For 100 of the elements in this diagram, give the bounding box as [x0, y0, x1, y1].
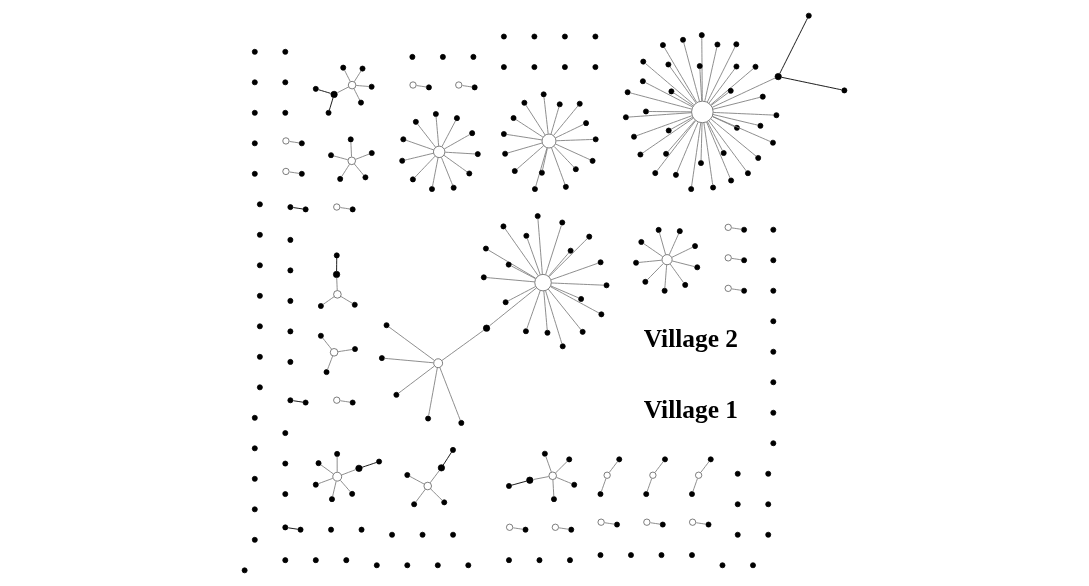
connector [355, 85, 370, 87]
node-dot [733, 41, 740, 48]
connector [645, 82, 693, 108]
node-circle [433, 358, 443, 369]
connector [289, 171, 300, 174]
connector [712, 114, 759, 126]
node-dot [658, 552, 665, 558]
connector [676, 121, 699, 173]
node-dot [333, 252, 340, 259]
connector [525, 104, 546, 136]
node-dot [251, 445, 258, 452]
node-dot [583, 120, 589, 127]
node-dot [770, 139, 776, 146]
connector [669, 66, 697, 104]
connector [287, 527, 299, 530]
node-dot [378, 355, 385, 361]
connector [628, 112, 692, 118]
node-dot [521, 99, 528, 106]
connector [292, 400, 304, 403]
node-dot [241, 567, 248, 574]
connector [332, 481, 337, 497]
connector [550, 285, 580, 299]
connector [328, 97, 334, 111]
node-dot [770, 440, 777, 447]
node-dot [483, 324, 491, 332]
connector [781, 76, 842, 91]
connector [545, 224, 562, 275]
node-dot [561, 64, 568, 70]
connector [429, 470, 440, 484]
connector [361, 461, 378, 468]
node-dot [576, 100, 583, 107]
connector [683, 42, 700, 102]
node-dot [622, 114, 629, 121]
connector [340, 400, 351, 403]
connector [510, 265, 536, 280]
node-dot [349, 399, 356, 406]
node-dot [750, 562, 756, 569]
node-dot [383, 322, 390, 329]
node-dot [733, 63, 740, 70]
node-dot [480, 274, 487, 281]
node-dot [282, 557, 289, 564]
node-dot [663, 150, 669, 157]
node-dot [665, 127, 672, 134]
connector [441, 329, 485, 361]
node-dot [640, 58, 647, 65]
node-circle [691, 100, 714, 124]
connector [543, 290, 548, 331]
connector [322, 296, 335, 305]
connector [327, 355, 334, 370]
node-dot [532, 186, 538, 192]
connector [341, 163, 350, 177]
node-dot [298, 140, 305, 147]
connector [388, 326, 435, 361]
node-dot [349, 490, 356, 497]
node-dot [429, 186, 435, 192]
connector [506, 133, 543, 141]
connector [650, 522, 661, 525]
node-dot [325, 109, 332, 116]
node-dot [297, 526, 304, 533]
node-dot [592, 64, 599, 70]
node-dot [466, 170, 473, 177]
connector [441, 157, 454, 186]
node-circle [332, 471, 343, 482]
node-dot [256, 292, 263, 299]
node-dot [330, 90, 338, 98]
connector [415, 488, 426, 503]
connector [691, 122, 702, 187]
connector [511, 480, 528, 486]
connector [543, 96, 549, 135]
connector [428, 367, 438, 416]
connector [537, 218, 543, 275]
node-dot [597, 552, 604, 558]
connector [553, 105, 579, 136]
node-circle [506, 523, 514, 531]
connector [708, 120, 747, 172]
node-dot [728, 177, 734, 184]
node-dot [688, 186, 695, 192]
node-dot [256, 262, 263, 269]
connector [405, 139, 435, 151]
node-dot [287, 359, 294, 365]
connector [322, 337, 332, 350]
node-dot [404, 562, 411, 569]
connector [712, 111, 774, 116]
node-circle [724, 223, 732, 231]
connector [554, 143, 591, 161]
connector [430, 488, 443, 501]
node-dot [400, 136, 407, 143]
node-dot [317, 303, 324, 309]
connector [604, 522, 615, 525]
node-dot [426, 84, 432, 91]
node-dot [676, 228, 683, 235]
node-dot [534, 213, 541, 219]
node-dot [500, 64, 507, 70]
node-dot [660, 42, 666, 48]
connector [643, 243, 664, 258]
connector [545, 290, 563, 345]
node-dot [559, 343, 566, 350]
node-dot [551, 496, 557, 503]
connector [731, 227, 742, 230]
node-dot [287, 328, 294, 335]
